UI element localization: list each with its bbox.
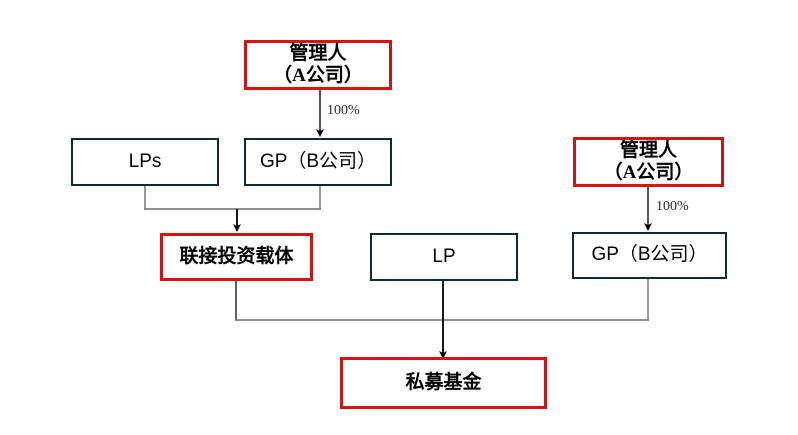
node-feeder-vehicle[interactable]: 联接投资载体 [160,233,313,281]
node-lp[interactable]: LP [370,233,518,281]
node-gp-right[interactable]: GP（B公司） [572,232,727,279]
edge-label-manager-left-percent: 100% [327,103,360,118]
node-private-fund[interactable]: 私募基金 [340,357,547,409]
node-manager-left[interactable]: 管理人 （A公司） [244,40,392,90]
edge-label-manager-right-percent: 100% [656,199,689,214]
node-manager-right[interactable]: 管理人 （A公司） [573,137,724,187]
node-gp-left[interactable]: GP（B公司） [244,138,392,186]
node-lps[interactable]: LPs [71,138,219,186]
